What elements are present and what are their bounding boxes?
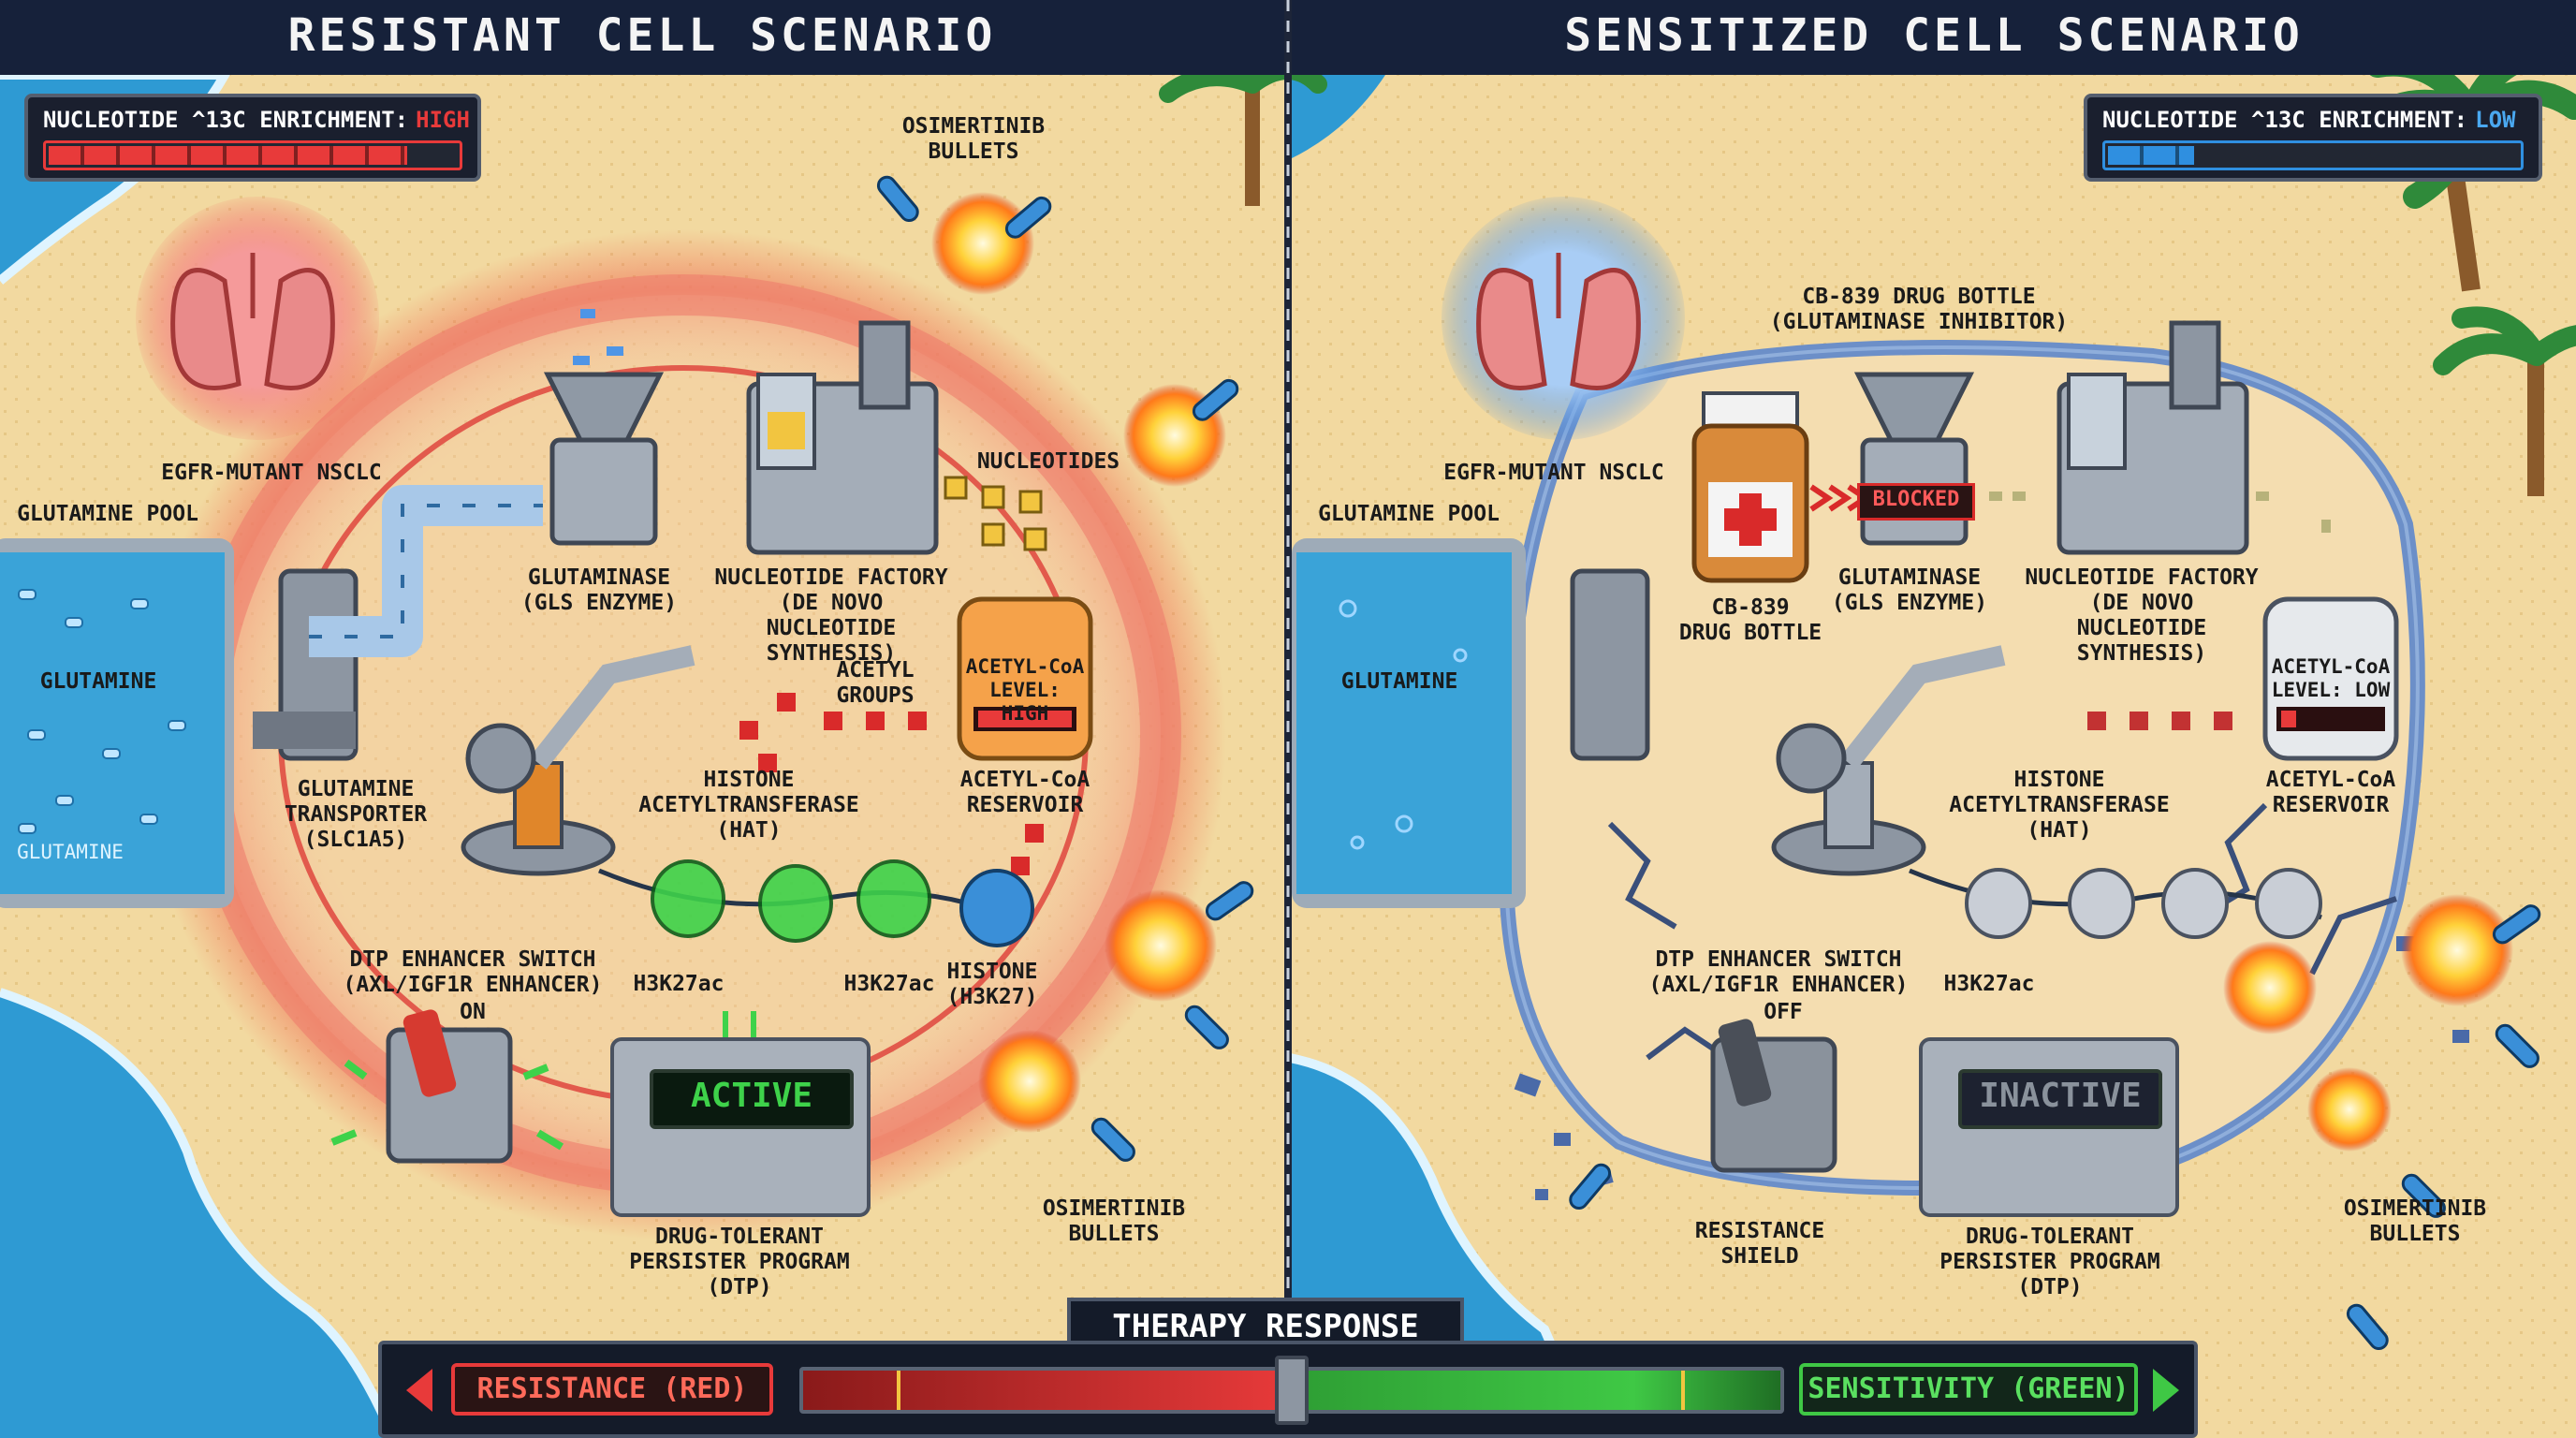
dtp-monitor-left: ACTIVE: [610, 1037, 871, 1217]
response-slider-track[interactable]: [799, 1367, 1784, 1414]
nucleosomes-grey: [1965, 868, 2322, 939]
blocked-badge: BLOCKED: [1857, 483, 1975, 521]
cb839-bottle: [1691, 391, 1809, 583]
nucleotide-factory-left: [746, 320, 939, 555]
glutaminase-label: GLUTAMINASE (GLS ENZYME): [1831, 565, 1988, 616]
switch-label: DTP ENHANCER SWITCH (AXL/IGF1R ENHANCER): [343, 947, 603, 998]
sensitivity-side: [1292, 1371, 1780, 1410]
hat-label: HISTONE ACETYLTRANSFERASE (HAT): [1949, 768, 2170, 844]
dtp-label: DRUG-TOLERANT PERSISTER PROGRAM (DTP): [629, 1225, 850, 1300]
glutaminase-left: [543, 309, 665, 546]
explosions: [931, 192, 2513, 1152]
enrichment-value: HIGH: [416, 107, 470, 133]
reservoir-label: ACETYL-CoA RESERVOIR: [2265, 768, 2396, 818]
therapy-response-bar: RESISTANCE (RED) SENSITIVITY (GREEN): [378, 1341, 2198, 1438]
left-ocean-bottom: [0, 992, 393, 1438]
enrichment-label: NUCLEOTIDE ^13C ENRICHMENT:: [43, 107, 409, 133]
enrichment-fill: [49, 146, 407, 165]
acetyl-level-label: ACETYL-CoA LEVEL: HIGH: [965, 655, 1085, 725]
transporter-right: [1570, 568, 1650, 761]
factory-label: NUCLEOTIDE FACTORY (DE NOVO NUCLEOTIDE S…: [714, 565, 948, 667]
monitor-screen-active: ACTIVE: [650, 1069, 854, 1129]
left-arrow-icon[interactable]: [401, 1365, 438, 1416]
acetyl-coa-reservoir-left: [957, 596, 1093, 761]
resistance-side: [803, 1371, 1292, 1410]
factory-label: NUCLEOTIDE FACTORY (DE NOVO NUCLEOTIDE S…: [2025, 565, 2259, 667]
histone-label: HISTONE (H3K27): [946, 960, 1038, 1010]
reservoir-label: ACETYL-CoA RESERVOIR: [959, 768, 1090, 818]
enrichment-label: NUCLEOTIDE ^13C ENRICHMENT:: [2102, 107, 2468, 133]
lung-label: EGFR-MUTANT NSCLC: [161, 461, 382, 485]
h3k27ac-label-2: H3K27ac: [843, 972, 935, 996]
hat-robot-left: [461, 645, 695, 876]
osimertinib-bullets: [876, 175, 2541, 1351]
dtp-switch-on: [330, 1009, 564, 1164]
osimertinib-label-top: OSIMERTINIB BULLETS: [901, 114, 1046, 165]
nucleotide-blocks: [944, 476, 1047, 551]
hat-label: HISTONE ACETYLTRANSFERASE (HAT): [638, 768, 859, 844]
h3k27ac-label: H3K27ac: [1943, 972, 2035, 996]
h3k27ac-label-1: H3K27ac: [633, 972, 724, 996]
right-panel-header: SENSITIZED CELL SCENARIO: [1292, 0, 2576, 75]
glutamine-pool-label: GLUTAMINE POOL: [17, 502, 198, 526]
response-slider-knob[interactable]: [1275, 1356, 1309, 1425]
glutamine-pool-left: [0, 538, 234, 908]
switch-label: DTP ENHANCER SWITCH (AXL/IGF1R ENHANCER): [1648, 947, 1909, 998]
nucleotide-factory-right: [2056, 320, 2249, 555]
lung-resistant: [136, 197, 379, 440]
glutamine-label: GLUTAMINE: [39, 669, 157, 694]
glutamine-label: GLUTAMINE: [1340, 669, 1458, 694]
osimertinib-label-bottom: OSIMERTINIB BULLETS: [2343, 1196, 2487, 1247]
resistance-pill: RESISTANCE (RED): [451, 1363, 773, 1416]
resistance-shield-label: RESISTANCE SHIELD: [1694, 1219, 1825, 1269]
lung-label: EGFR-MUTANT NSCLC: [1443, 461, 1664, 485]
dtp-switch-off: [1710, 1019, 1837, 1173]
switch-state-label: ON: [460, 1000, 486, 1024]
glutaminase-label: GLUTAMINASE (GLS ENZYME): [520, 565, 678, 616]
sensitivity-pill: SENSITIVITY (GREEN): [1799, 1363, 2138, 1416]
right-arrow-icon[interactable]: [2147, 1365, 2185, 1416]
acetyl-groups-label: ACETYL GROUPS: [836, 658, 915, 709]
drug-bottle-label: CB-839 DRUG BOTTLE: [1678, 595, 1822, 646]
nucleosomes-acetylated: [651, 859, 1034, 947]
dtp-monitor-right: INACTIVE: [1919, 1037, 2179, 1217]
drug-bottle-top-label: CB-839 DRUG BOTTLE (GLUTAMINASE INHIBITO…: [1769, 285, 2069, 335]
switch-state-label: OFF: [1764, 1000, 1803, 1024]
monitor-screen-inactive: INACTIVE: [1958, 1069, 2162, 1129]
glutamine-water-label: GLUTAMINE: [17, 841, 124, 863]
acetyl-level-label: ACETYL-CoA LEVEL: LOW: [2271, 655, 2391, 701]
enrichment-value: LOW: [2475, 107, 2516, 133]
transporter-label: GLUTAMINE TRANSPORTER (SLC1A5): [284, 777, 428, 853]
dtp-label: DRUG-TOLERANT PERSISTER PROGRAM (DTP): [1939, 1225, 2160, 1300]
enrichment-fill: [2108, 146, 2194, 165]
glutamine-pool-label: GLUTAMINE POOL: [1318, 502, 1500, 526]
left-panel-header: RESISTANT CELL SCENARIO: [0, 0, 1284, 75]
enrichment-meter-right: NUCLEOTIDE ^13C ENRICHMENT: LOW: [2084, 94, 2542, 182]
nucleotides-label: NUCLEOTIDES: [976, 449, 1120, 474]
enrichment-meter-left: NUCLEOTIDE ^13C ENRICHMENT: HIGH: [24, 94, 481, 182]
lung-sensitized: [1442, 197, 1685, 440]
osimertinib-label-bottom: OSIMERTINIB BULLETS: [1042, 1196, 1186, 1247]
palm-tree-2: [2433, 306, 2576, 496]
hat-robot-right: [1771, 645, 2006, 876]
acetyl-coa-reservoir-right: [2262, 596, 2399, 761]
glutamine-pool-right: [1292, 538, 1526, 908]
